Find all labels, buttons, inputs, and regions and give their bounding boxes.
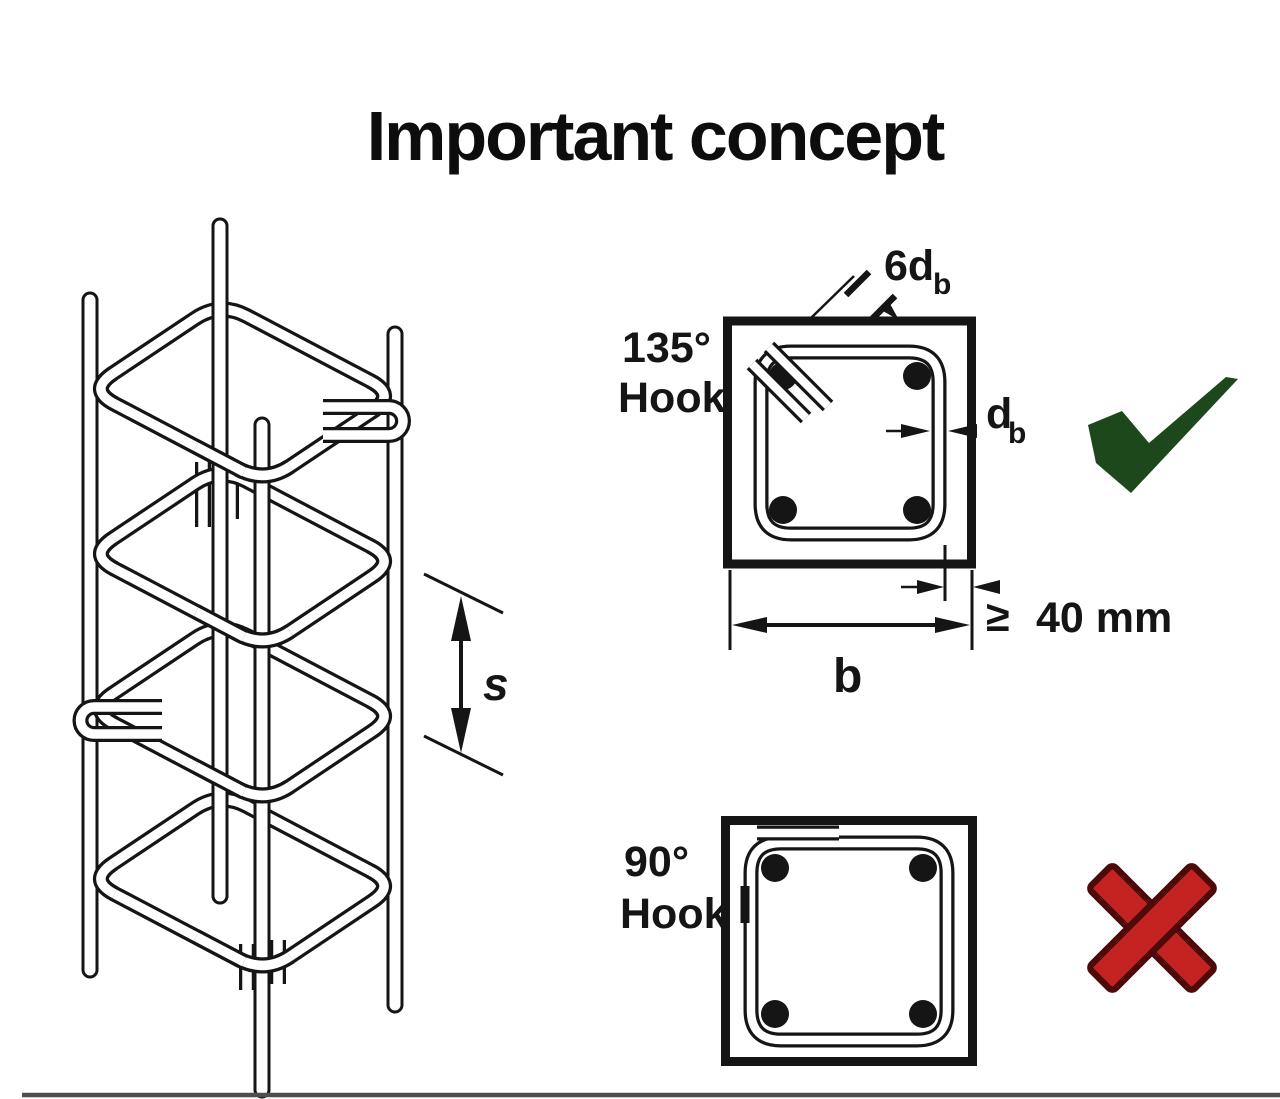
concrete-outline <box>721 816 977 1066</box>
rebar-dot <box>909 1000 937 1028</box>
rebar-dot <box>761 854 789 882</box>
stirrup-hook-right <box>323 399 411 443</box>
arrowhead-right <box>935 617 970 633</box>
section-135-diagram: 6d b d b b <box>618 242 1238 703</box>
check-icon <box>1088 377 1238 493</box>
hook-135-legs <box>746 341 834 424</box>
stirrup-loop <box>92 301 393 484</box>
cover-value: 40 mm <box>1036 594 1172 642</box>
bar-diameter-dimension: d b <box>886 390 1026 450</box>
page-title: Important concept <box>366 97 946 175</box>
cross-icon <box>1087 863 1217 993</box>
arrowhead-left <box>732 617 767 633</box>
arrowhead-down <box>451 708 471 753</box>
stirrup-corner-overdraw <box>92 856 393 974</box>
hook-type-label-90: 90° <box>624 838 689 886</box>
column-cage-drawing: s <box>72 217 509 1099</box>
concrete-outline <box>723 316 976 569</box>
rebar-dot <box>903 496 931 524</box>
arrowhead <box>901 424 930 438</box>
cover-dimension: ≥ 40 mm <box>901 545 1172 642</box>
hook-type-label-135: 135° <box>622 324 711 372</box>
stirrup-loop <box>92 466 393 649</box>
arrowhead <box>917 580 944 594</box>
width-dimension: b <box>728 570 974 703</box>
spacing-label: s <box>483 658 509 710</box>
arrowhead <box>973 580 1000 594</box>
hook-type-label-90-word: Hook <box>620 890 728 938</box>
arrowhead <box>948 424 977 438</box>
section-90-diagram: 90° Hook <box>620 816 1217 1066</box>
spacing-dimension: s <box>423 572 509 777</box>
stirrup-ring <box>743 835 955 1048</box>
width-label: b <box>833 650 862 703</box>
rebar-dot <box>903 362 931 390</box>
hook-type-label-135-word: Hook <box>618 374 726 422</box>
arrowhead <box>881 302 899 320</box>
hook-length-label-sub: b <box>933 268 951 301</box>
rebar-dot <box>909 854 937 882</box>
bar-diameter-label-sub: b <box>1008 417 1026 450</box>
hook-90-lap <box>740 825 839 923</box>
stirrup-hook-left <box>72 699 162 742</box>
stirrup-loop <box>92 791 393 974</box>
hook-length-dimension: 6d b <box>810 242 951 322</box>
hook-length-label: 6d <box>884 242 934 290</box>
cover-symbol: ≥ <box>986 593 1010 641</box>
rebar-dot <box>769 496 797 524</box>
bar-diameter-label: d <box>986 390 1012 438</box>
rebar-dot <box>761 1000 789 1028</box>
stirrup-corner-overdraw <box>92 366 393 484</box>
stirrup-corner-overdraw <box>92 531 393 649</box>
arrowhead-up <box>451 596 471 641</box>
